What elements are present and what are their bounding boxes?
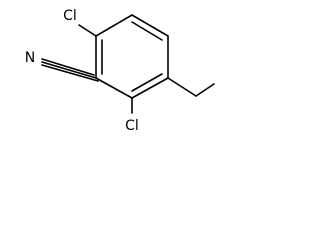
ring-double-bond-c3-c4 [131, 73, 163, 92]
chemical-structure: Cl Cl N [25, 8, 215, 134]
ring-bond-c5-c6 [131, 14, 169, 37]
atom-label-cl-bottom: Cl [125, 118, 139, 134]
nitrile-bond-c [41, 64, 99, 82]
atom-label-nitrile-n: N [25, 50, 35, 66]
bonds [41, 14, 215, 114]
ring-double-bond-c5-c6 [131, 21, 163, 41]
ethyl-bond-1 [167, 77, 197, 97]
ring-bond-c2-c3 [95, 77, 133, 99]
ring-bond-c3-c4 [131, 77, 169, 99]
nitrile-bond-a [41, 58, 95, 76]
atom-labels: Cl Cl N [25, 8, 139, 134]
atom-label-cl-top: Cl [63, 8, 77, 24]
ring-bond-c6-c1 [95, 14, 133, 37]
nitrile-bond-b [41, 61, 97, 79]
ethyl-bond-2 [195, 83, 215, 97]
bond-to-cl-top [78, 24, 97, 37]
